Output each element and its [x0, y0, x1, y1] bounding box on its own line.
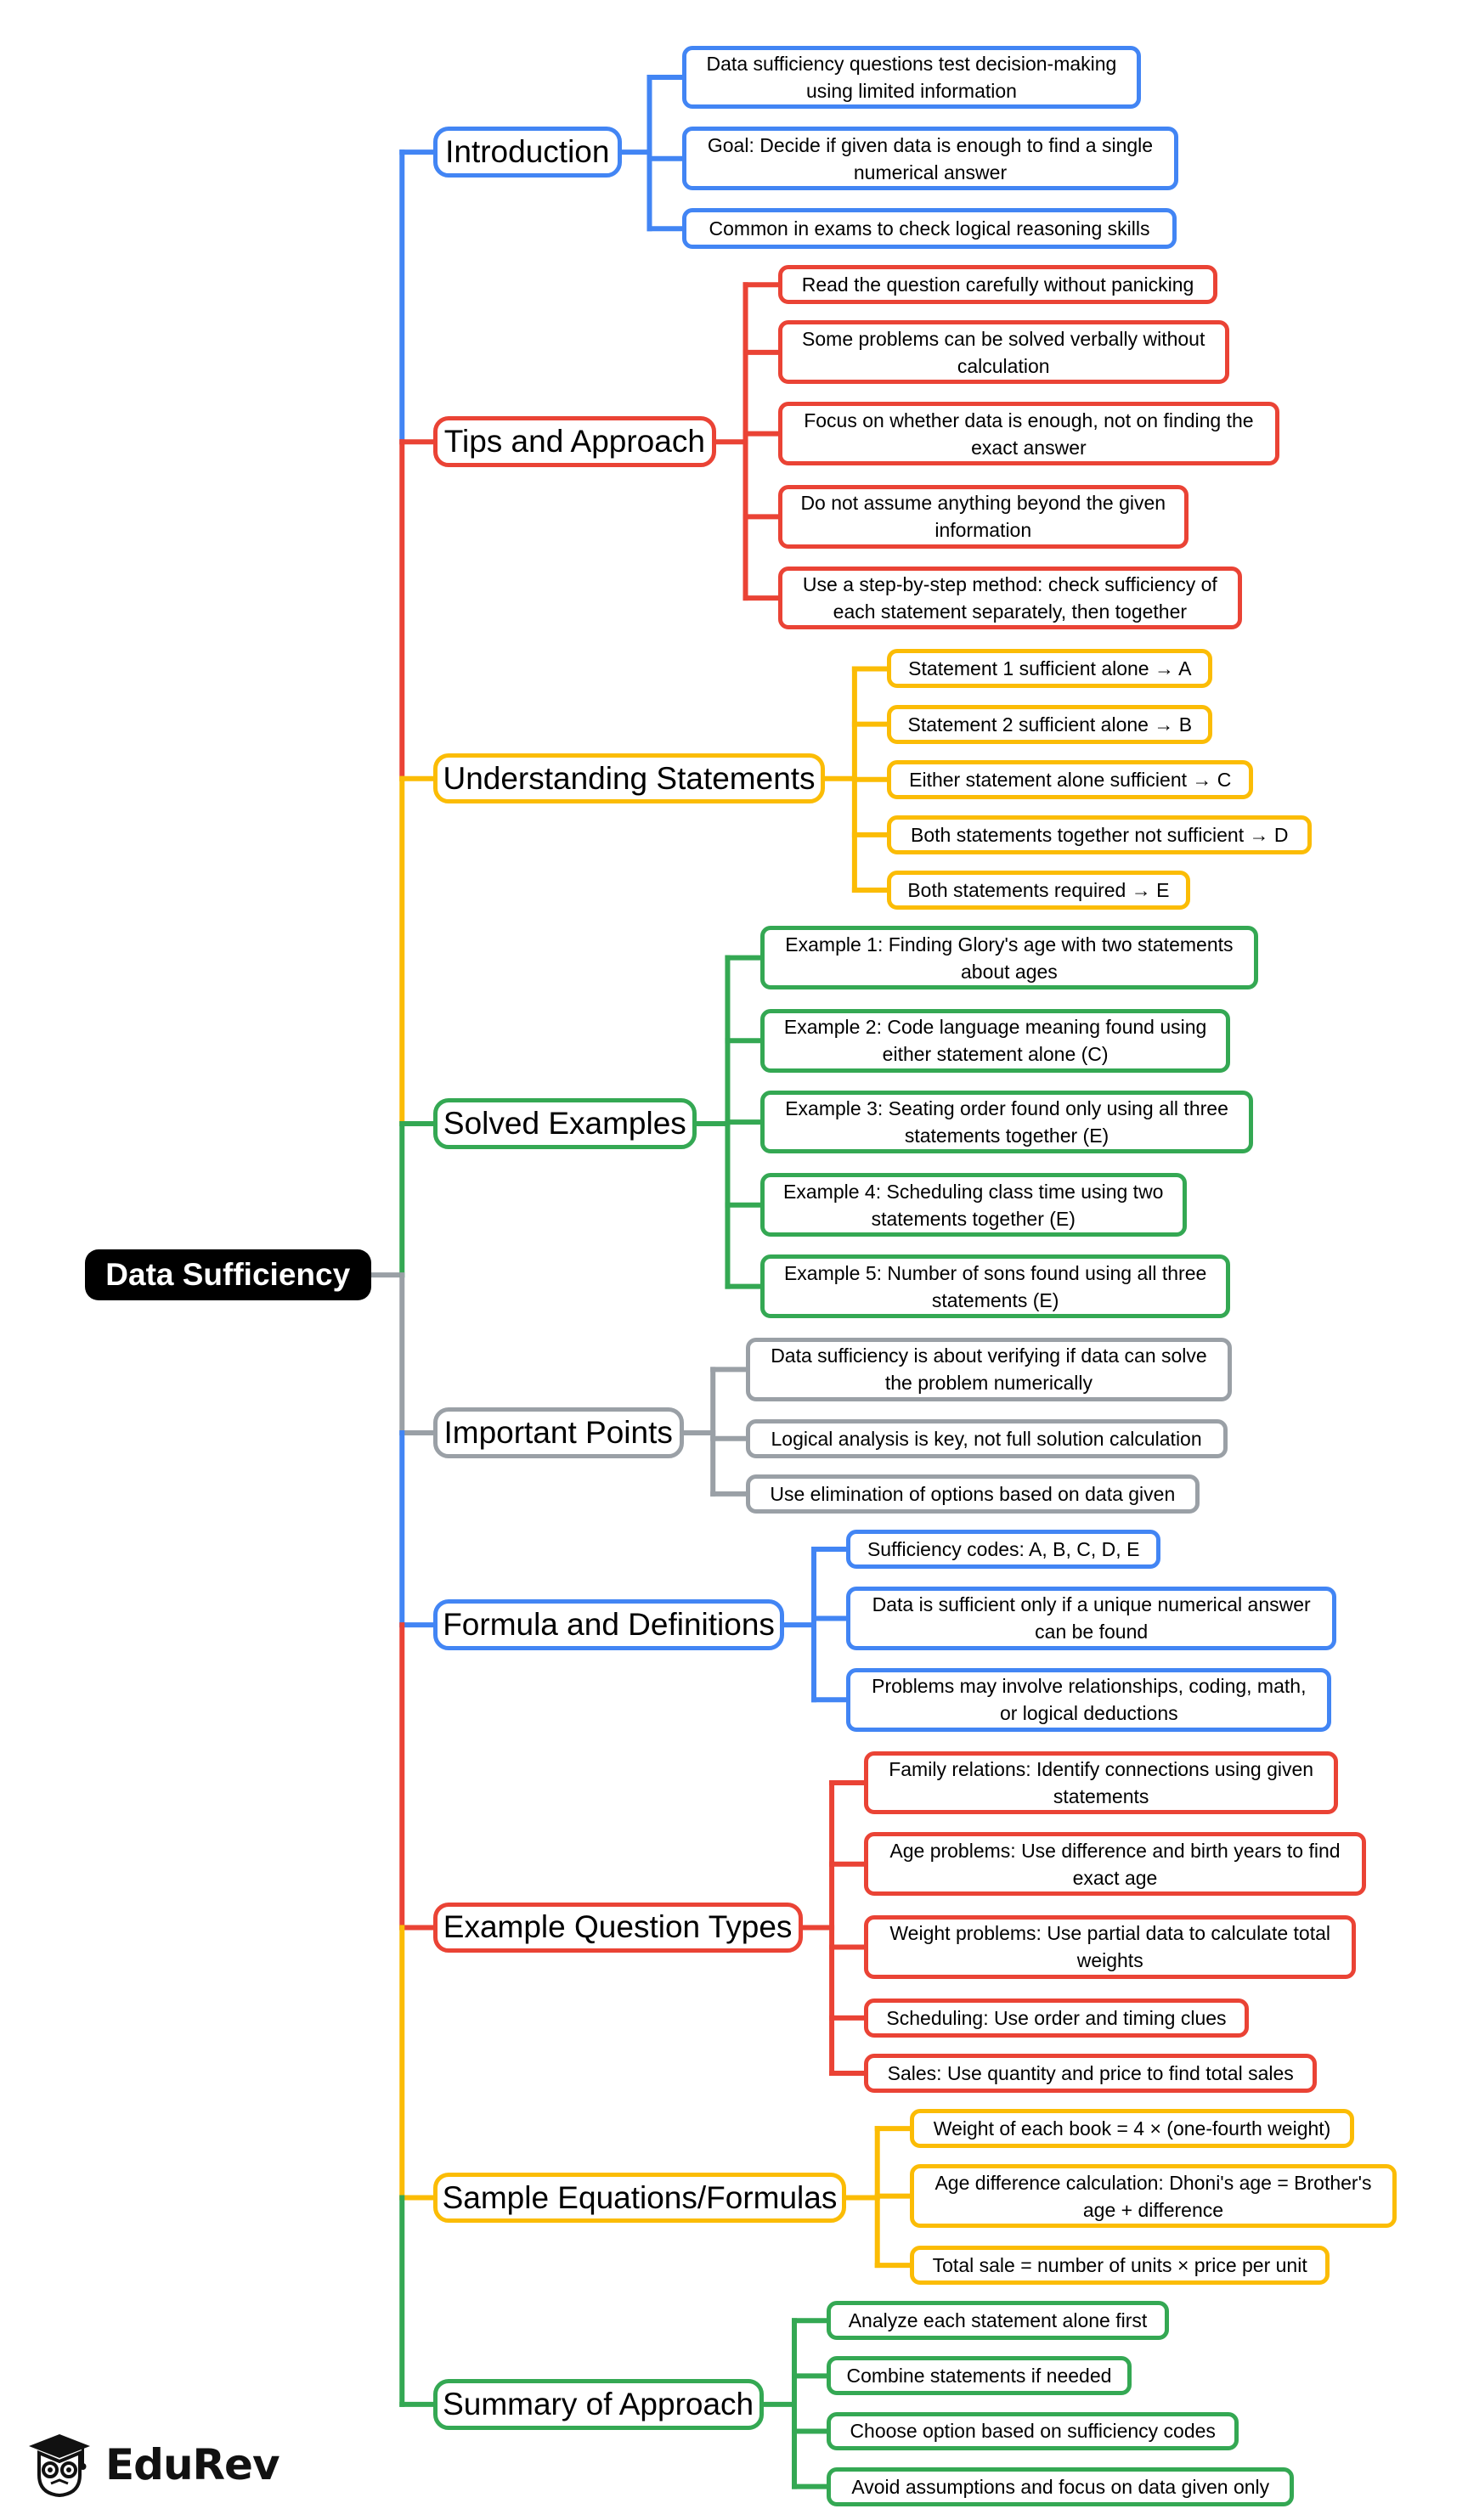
branch-introduction: Introduction — [432, 127, 622, 178]
leaf-sufficiency-codes-a-b-c-d-e: Sufficiency codes: A, B, C, D, E — [846, 1530, 1161, 1569]
leaf-common-in-exams-to-check-logical-reasoni: Common in exams to check logical reasoni… — [681, 208, 1177, 250]
leaf-total-sale-number-of-units-price-per-uni: Total sale = number of units × price per… — [910, 2246, 1330, 2286]
edurev-logo: EduRev — [25, 2422, 306, 2507]
leaf-example-1-finding-glory-s-age-with-two-s: Example 1: Finding Glory's age with two … — [759, 926, 1259, 989]
leaf-some-problems-can-be-solved-verbally-wit: Some problems can be solved verbally wit… — [777, 320, 1229, 385]
leaf-both-statements-required-e: Both statements required → E — [887, 871, 1190, 910]
leaf-avoid-assumptions-and-focus-on-data-give: Avoid assumptions and focus on data give… — [827, 2466, 1295, 2506]
leaf-sales-use-quantity-and-price-to-find-tot: Sales: Use quantity and price to find to… — [864, 2053, 1318, 2093]
leaf-either-statement-alone-sufficient-c: Either statement alone sufficient → C — [887, 759, 1254, 799]
leaf-data-is-sufficient-only-if-a-unique-nume: Data is sufficient only if a unique nume… — [846, 1587, 1337, 1650]
leaf-analyze-each-statement-alone-first: Analyze each statement alone first — [827, 2301, 1169, 2341]
leaf-example-5-number-of-sons-found-using-all: Example 5: Number of sons found using al… — [759, 1254, 1231, 1318]
leaf-example-4-scheduling-class-time-using-tw: Example 4: Scheduling class time using t… — [759, 1173, 1187, 1237]
leaf-age-problems-use-difference-and-birth-ye: Age problems: Use difference and birth y… — [864, 1832, 1366, 1897]
leaf-statement-1-sufficient-alone-a: Statement 1 sufficient alone → A — [887, 649, 1213, 689]
root-node: Data Sufficiency — [84, 1249, 371, 1300]
branch-solved-examples: Solved Examples — [432, 1098, 697, 1149]
leaf-use-a-step-by-step-method-check-sufficie: Use a step-by-step method: check suffici… — [777, 566, 1242, 630]
leaf-problems-may-involve-relationships-codin: Problems may involve relationships, codi… — [846, 1667, 1332, 1732]
leaf-combine-statements-if-needed: Combine statements if needed — [827, 2356, 1132, 2396]
leaf-use-elimination-of-options-based-on-data: Use elimination of options based on data… — [745, 1474, 1200, 1514]
leaf-family-relations-identify-connections-us: Family relations: Identify connections u… — [864, 1750, 1338, 1815]
leaf-both-statements-together-not-sufficient-: Both statements together not sufficient … — [887, 815, 1313, 854]
branch-sample-equations-formulas: Sample Equations/Formulas — [432, 2172, 847, 2224]
leaf-logical-analysis-is-key-not-full-solutio: Logical analysis is key, not full soluti… — [745, 1418, 1228, 1458]
graduation-cap-owl-icon — [29, 2434, 90, 2498]
leaf-read-the-question-carefully-without-pani: Read the question carefully without pani… — [777, 265, 1218, 305]
leaf-data-sufficiency-is-about-verifying-if-d: Data sufficiency is about verifying if d… — [745, 1337, 1233, 1401]
branch-understanding-statements: Understanding Statements — [432, 753, 826, 804]
leaf-weight-of-each-book-4-one-fourth-weight: Weight of each book = 4 × (one-fourth we… — [910, 2109, 1355, 2149]
leaf-data-sufficiency-questions-test-decision: Data sufficiency questions test decision… — [681, 45, 1142, 110]
branch-summary-of-approach: Summary of Approach — [432, 2379, 764, 2430]
leaf-example-3-seating-order-found-only-using: Example 3: Seating order found only usin… — [759, 1090, 1254, 1154]
leaf-goal-decide-if-given-data-is-enough-to-f: Goal: Decide if given data is enough to … — [681, 127, 1179, 191]
leaf-example-2-code-language-meaning-found-us: Example 2: Code language meaning found u… — [759, 1008, 1231, 1073]
logo-text: EduRev — [105, 2440, 280, 2489]
leaf-scheduling-use-order-and-timing-clues: Scheduling: Use order and timing clues — [864, 1998, 1249, 2038]
leaf-do-not-assume-anything-beyond-the-given-: Do not assume anything beyond the given … — [777, 484, 1189, 549]
leaf-choose-option-based-on-sufficiency-codes: Choose option based on sufficiency codes — [827, 2411, 1239, 2451]
leaf-age-difference-calculation-dhoni-s-age-b: Age difference calculation: Dhoni's age … — [910, 2164, 1397, 2228]
branch-example-question-types: Example Question Types — [432, 1902, 803, 1953]
branch-tips-and-approach: Tips and Approach — [432, 416, 717, 467]
branch-important-points: Important Points — [432, 1407, 684, 1458]
branch-formula-and-definitions: Formula and Definitions — [432, 1599, 785, 1650]
leaf-weight-problems-use-partial-data-to-calc: Weight problems: Use partial data to cal… — [864, 1915, 1357, 1979]
leaf-focus-on-whether-data-is-enough-not-on-f: Focus on whether data is enough, not on … — [777, 402, 1279, 465]
leaf-statement-2-sufficient-alone-b: Statement 2 sufficient alone → B — [887, 704, 1213, 744]
